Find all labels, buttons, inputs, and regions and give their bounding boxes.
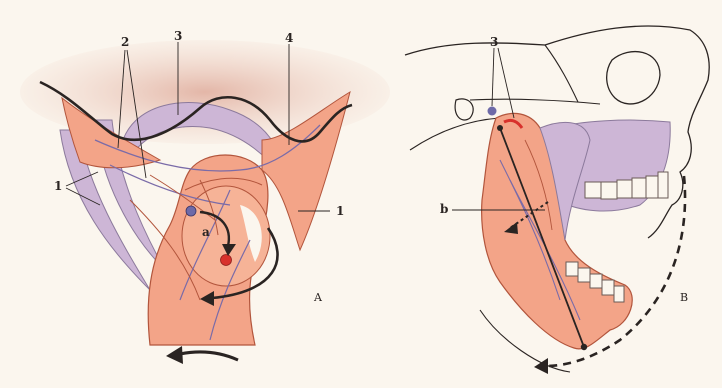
label-4: 4 (285, 32, 293, 44)
leader-3b-b (498, 48, 514, 118)
leader-3b-a (492, 48, 494, 106)
orbit-outline (607, 52, 660, 104)
label-1-left: 1 (54, 180, 62, 192)
axis-start-dot (497, 125, 503, 131)
ear-canal (455, 99, 473, 120)
label-2: 2 (121, 36, 129, 48)
panel-b-figure (405, 26, 709, 374)
skull-suture (545, 45, 578, 102)
occipital-line (410, 118, 500, 150)
panel-letter-b: B (680, 292, 688, 303)
translation-point-dot (221, 255, 232, 266)
label-3-b: 3 (490, 36, 498, 48)
label-a: a (202, 226, 210, 238)
panel-letter-a: A (314, 292, 322, 303)
bottom-arrow-path (180, 352, 238, 360)
rotation-center-dot (186, 206, 196, 216)
label-3-a: 3 (174, 30, 182, 42)
zygomatic-arch (470, 99, 600, 104)
label-b: b (440, 203, 448, 215)
label-1-right: 1 (336, 205, 344, 217)
panel-a-figure (20, 40, 390, 364)
bottom-arrow-head (166, 346, 183, 364)
axis-end-dot (581, 344, 587, 350)
condyle-rest-dot (488, 107, 497, 116)
